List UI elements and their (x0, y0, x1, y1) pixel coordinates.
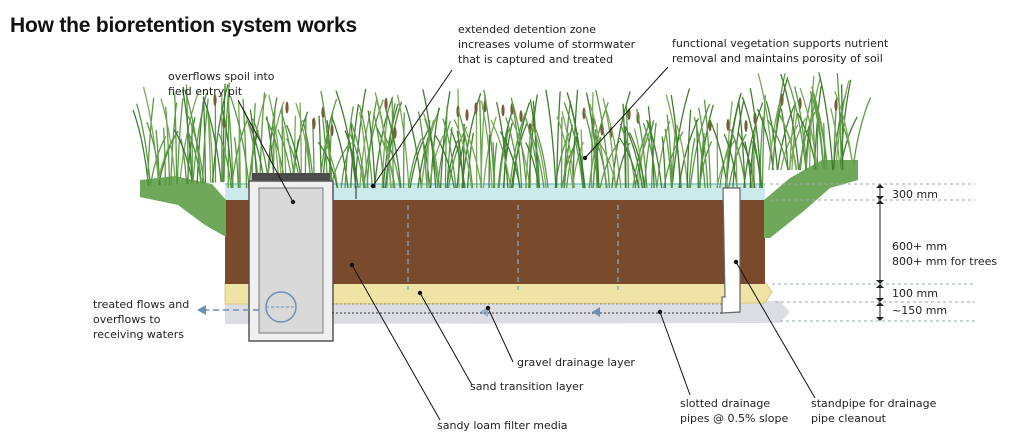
right-embankment (764, 160, 858, 238)
label-slotted-pipes: slotted drainage pipes @ 0.5% slope (680, 397, 788, 425)
diagram-title: How the bioretention system works (10, 14, 357, 37)
vegetation (132, 72, 872, 189)
dim-300mm: 300 mm (892, 188, 938, 201)
dim-100mm: 100 mm (892, 287, 938, 300)
overflow-pit (248, 173, 334, 342)
label-treated-flows: treated flows and overflows to receiving… (93, 298, 193, 341)
label-filter-media: sandy loam filter media (437, 419, 568, 432)
dim-150mm: ~150 mm (892, 304, 947, 317)
left-embankment (140, 176, 226, 237)
label-overflow: overflows spoil into field entry pit (168, 70, 278, 98)
standpipe (721, 187, 741, 314)
gravel-drainage-layer (225, 301, 790, 324)
label-vegetation: functional vegetation supports nutrient … (672, 37, 892, 65)
dim-600mm: 600+ mm 800+ mm for trees (892, 240, 997, 268)
label-sand-layer: sand transition layer (470, 380, 584, 393)
label-detention-zone: extended detention zone increases volume… (458, 23, 639, 66)
label-standpipe: standpipe for drainage pipe cleanout (811, 397, 940, 425)
label-gravel-layer: gravel drainage layer (517, 356, 635, 369)
